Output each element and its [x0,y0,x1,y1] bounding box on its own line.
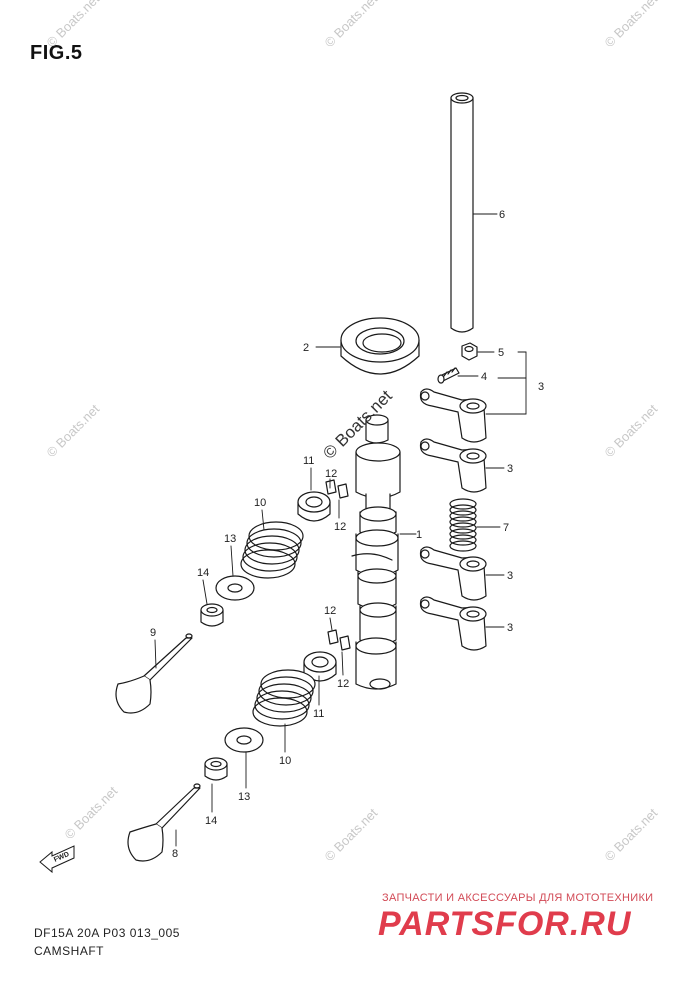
watermark: © Boats.net [322,0,381,50]
callout-4: 4 [481,371,487,383]
callout-14: 14 [197,567,209,579]
part-10-valve-spring-lower [252,669,316,727]
callout-8: 8 [172,848,178,860]
callout-6: 6 [499,209,505,221]
part-14-valve-seal-lower [204,757,228,781]
watermarks: © Boats.net © Boats.net © Boats.net © Bo… [44,0,661,864]
callout-9: 9 [150,627,156,639]
part-12-cotter-upper-1 [325,479,337,495]
watermark: © Boats.net [602,0,661,50]
watermark: © Boats.net [62,783,121,842]
callout-12: 12 [337,678,349,690]
part-10-valve-spring-upper [240,521,304,579]
callout-13: 13 [238,791,250,803]
callout-1: 1 [416,529,422,541]
callout-labels: 6 2 5 4 3 3 7 1 3 3 11 12 12 10 13 14 9 … [150,209,544,860]
part-12-cotter-lower-2 [339,635,351,651]
part-5-nut [461,342,478,361]
part-3-rocker-arm-3 [419,546,487,601]
part-3-rocker-arm-2 [419,438,487,493]
callout-3: 3 [507,622,513,634]
callout-12: 12 [334,521,346,533]
callout-10: 10 [279,755,291,767]
callout-11: 11 [313,708,324,720]
part-12-cotter-lower-1 [327,629,339,645]
part-14-valve-seal-upper [200,603,224,627]
diagram-code: DF15A 20A P03 013_005 [34,926,180,940]
watermark: © Boats.net [602,401,661,460]
part-7-spring [449,498,477,552]
callout-12: 12 [324,605,336,617]
callout-3: 3 [507,463,513,475]
callout-13: 13 [224,533,236,545]
callout-5: 5 [498,347,504,359]
part-4-adjusting-screw [437,367,460,384]
watermark: © Boats.net [44,0,103,50]
callout-3: 3 [538,381,544,393]
callout-14: 14 [205,815,217,827]
watermark: © Boats.net [602,805,661,864]
part-12-cotter-upper-2 [337,483,349,499]
callout-3: 3 [507,570,513,582]
part-13-washer-upper [215,575,255,601]
part-11-retainer-lower [303,651,337,682]
figure-title: FIG.5 [30,42,83,64]
callout-2: 2 [303,342,309,354]
watermark: © Boats.net [322,805,381,864]
callout-10: 10 [254,497,266,509]
part-11-retainer-upper [297,491,331,522]
part-3-rocker-arm-4 [419,596,487,651]
callout-7: 7 [503,522,509,534]
part-3-rocker-arm-1 [419,388,487,443]
callout-12: 12 [325,468,337,480]
diagram-name: CAMSHAFT [34,944,104,958]
part-2-oil-seal [340,317,420,375]
part-1-camshaft [351,414,401,690]
part-9-valve [115,633,193,714]
callout-11: 11 [303,455,314,467]
part-13-washer-lower [224,727,264,753]
part-8-valve [127,783,201,862]
part-6-rod [450,92,474,333]
brand-logo: PARTSFOR.RU [378,905,632,943]
watermark: © Boats.net [44,401,103,460]
leader-lines [154,213,527,847]
brand-tagline: ЗАПЧАСТИ И АКСЕССУАРЫ ДЛЯ МОТОТЕХНИКИ [382,892,654,904]
fwd-arrow-icon: FWD [39,845,75,874]
